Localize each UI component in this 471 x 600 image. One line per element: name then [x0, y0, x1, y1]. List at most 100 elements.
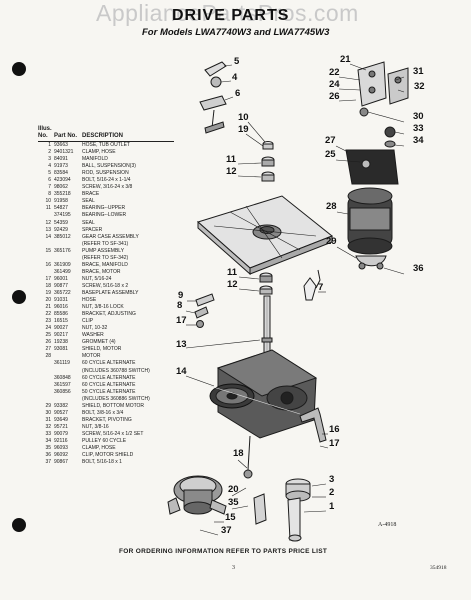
- part-no-cell: 91958: [54, 198, 68, 205]
- suspension-rod-assembly: [199, 61, 234, 134]
- part-no-cell: 93081: [54, 346, 68, 353]
- callout-label: 22: [329, 67, 340, 78]
- column-header-illus-no: Illus. No.: [38, 126, 54, 142]
- illus-no-cell: 13: [45, 226, 51, 233]
- part-no-cell: 365176: [54, 247, 71, 254]
- illus-no-cell: 26: [45, 339, 51, 346]
- spring-clip: [315, 269, 321, 289]
- callout-label: 21: [340, 54, 351, 65]
- lower-bearing-stack: [238, 272, 273, 295]
- callout-label: 11: [227, 267, 238, 278]
- callout-label: 25: [325, 149, 336, 160]
- part-no-cell: 93663: [54, 142, 68, 148]
- manifold-brace: [299, 407, 329, 449]
- description-cell: BRACKET, PIVOTING: [82, 416, 132, 423]
- page-subtitle: For Models LWA7740W3 and LWA7745W3: [142, 27, 330, 38]
- description-cell: BRACKET, ADJUSTING: [82, 311, 136, 318]
- description-cell: (REFER TO SF-342): [82, 254, 129, 261]
- part-no-cell: 423094: [54, 177, 71, 184]
- part-no-cell: 90079: [54, 430, 68, 437]
- description-cell: SHIELD, MOTOR: [82, 346, 122, 353]
- illus-no-cell: 17: [45, 275, 51, 282]
- description-cell: BASEPLATE ASSEMBLY: [82, 289, 139, 296]
- figure-code: A-4918: [378, 522, 397, 528]
- illus-no-cell: 12: [45, 219, 51, 226]
- illus-no-cell: 25: [45, 332, 51, 339]
- part-no-cell: 374195: [54, 212, 71, 219]
- part-no-cell: 365722: [54, 289, 71, 296]
- description-cell: ROD, SUSPENSION: [82, 170, 129, 177]
- drive-belt-area: [231, 435, 253, 510]
- callout-label: 31: [413, 66, 424, 77]
- illus-no-cell: 7: [48, 184, 51, 191]
- illus-no-cell: 6: [48, 177, 51, 184]
- illus-no-cell: 15: [45, 247, 51, 254]
- part-no-cell: 90877: [54, 282, 68, 289]
- manifold-hose-assembly: [253, 478, 327, 542]
- table-row: 360856 50 CYCLE ALTERNATE: [38, 389, 174, 396]
- part-no-cell: 96092: [54, 452, 68, 459]
- description-cell: NUT, 3/8-16 LOCK: [82, 304, 124, 311]
- watermark: AppliancePartsPros.com: [96, 0, 359, 26]
- part-no-cell: 16515: [54, 318, 68, 325]
- description-cell: MANIFOLD: [82, 156, 108, 163]
- description-cell: NUT, 5/16-24: [82, 275, 112, 282]
- callout-label: 37: [221, 525, 232, 536]
- illus-no-cell: 14: [45, 233, 51, 240]
- illus-no-cell: 31: [45, 416, 51, 423]
- description-cell: CLIP, MOTOR SHIELD: [82, 452, 134, 459]
- part-no-cell: 360856: [54, 388, 71, 395]
- illus-no-cell: 33: [45, 430, 51, 437]
- part-no-cell: 93382: [54, 402, 68, 409]
- part-no-cell: 54359: [54, 219, 68, 226]
- illus-no-cell: 37: [45, 459, 51, 466]
- callout-label: 4: [232, 72, 238, 83]
- description-cell: CLAMP, HOSE: [82, 445, 116, 452]
- part-no-cell: 360848: [54, 374, 71, 381]
- illus-no-cell: 3: [48, 156, 51, 163]
- callout-label: 19: [238, 124, 249, 135]
- description-cell: SCREW, 5/16-24 x 1/2 SET: [82, 430, 144, 437]
- callout-label: 30: [413, 111, 424, 122]
- part-no-cell: 83584: [54, 170, 68, 177]
- illus-no-cell: 36: [45, 452, 51, 459]
- description-cell: SCREW, 5/16-18 x 2: [82, 282, 129, 289]
- part-no-cell: 19238: [54, 339, 68, 346]
- part-no-cell: 385012: [54, 233, 71, 240]
- part-no-cell: 85586: [54, 311, 68, 318]
- column-header-description: DESCRIPTION: [82, 126, 174, 142]
- description-cell: 50 CYCLE ALTERNATE: [82, 388, 136, 395]
- document-number: 354918: [430, 565, 447, 571]
- column-header-part-no: Part No.: [54, 126, 82, 142]
- description-cell: CLAMP, HOSE: [82, 149, 116, 156]
- part-no-cell: 90527: [54, 409, 68, 416]
- illus-no-cell: 16: [45, 261, 51, 268]
- description-cell: SEAL: [82, 219, 95, 226]
- callout-label: 34: [413, 135, 424, 146]
